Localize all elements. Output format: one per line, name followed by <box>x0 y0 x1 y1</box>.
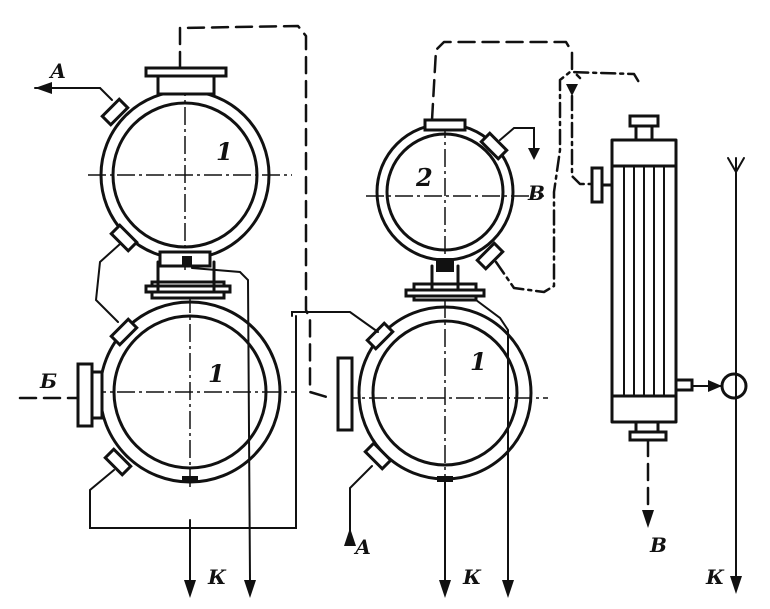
label-vessel-2: 2 <box>415 163 433 192</box>
label-vessel-1-bottom-left: 1 <box>208 359 225 388</box>
piping-left <box>18 24 332 598</box>
vessel-top-left <box>88 66 292 270</box>
vessel-middle-bottom <box>336 282 548 490</box>
label-stream-k-right: К <box>705 565 725 589</box>
label-stream-k-middle: К <box>462 565 482 589</box>
heat-exchanger <box>590 114 694 528</box>
vessel-bottom-left <box>76 280 296 490</box>
label-stream-b: Б <box>39 369 57 393</box>
right-line <box>691 157 748 594</box>
piping-middle <box>291 40 642 598</box>
label-stream-k-left: К <box>207 565 227 589</box>
label-stream-a-bottom: А <box>353 535 371 559</box>
label-stream-a-top: А <box>48 59 66 83</box>
label-stream-v-middle: В <box>527 181 545 205</box>
label-vessel-1-middle: 1 <box>470 347 487 376</box>
label-vessel-1-top: 1 <box>216 137 233 166</box>
label-stream-v-exchanger: В <box>649 533 667 557</box>
vessel-middle-top <box>366 118 544 272</box>
